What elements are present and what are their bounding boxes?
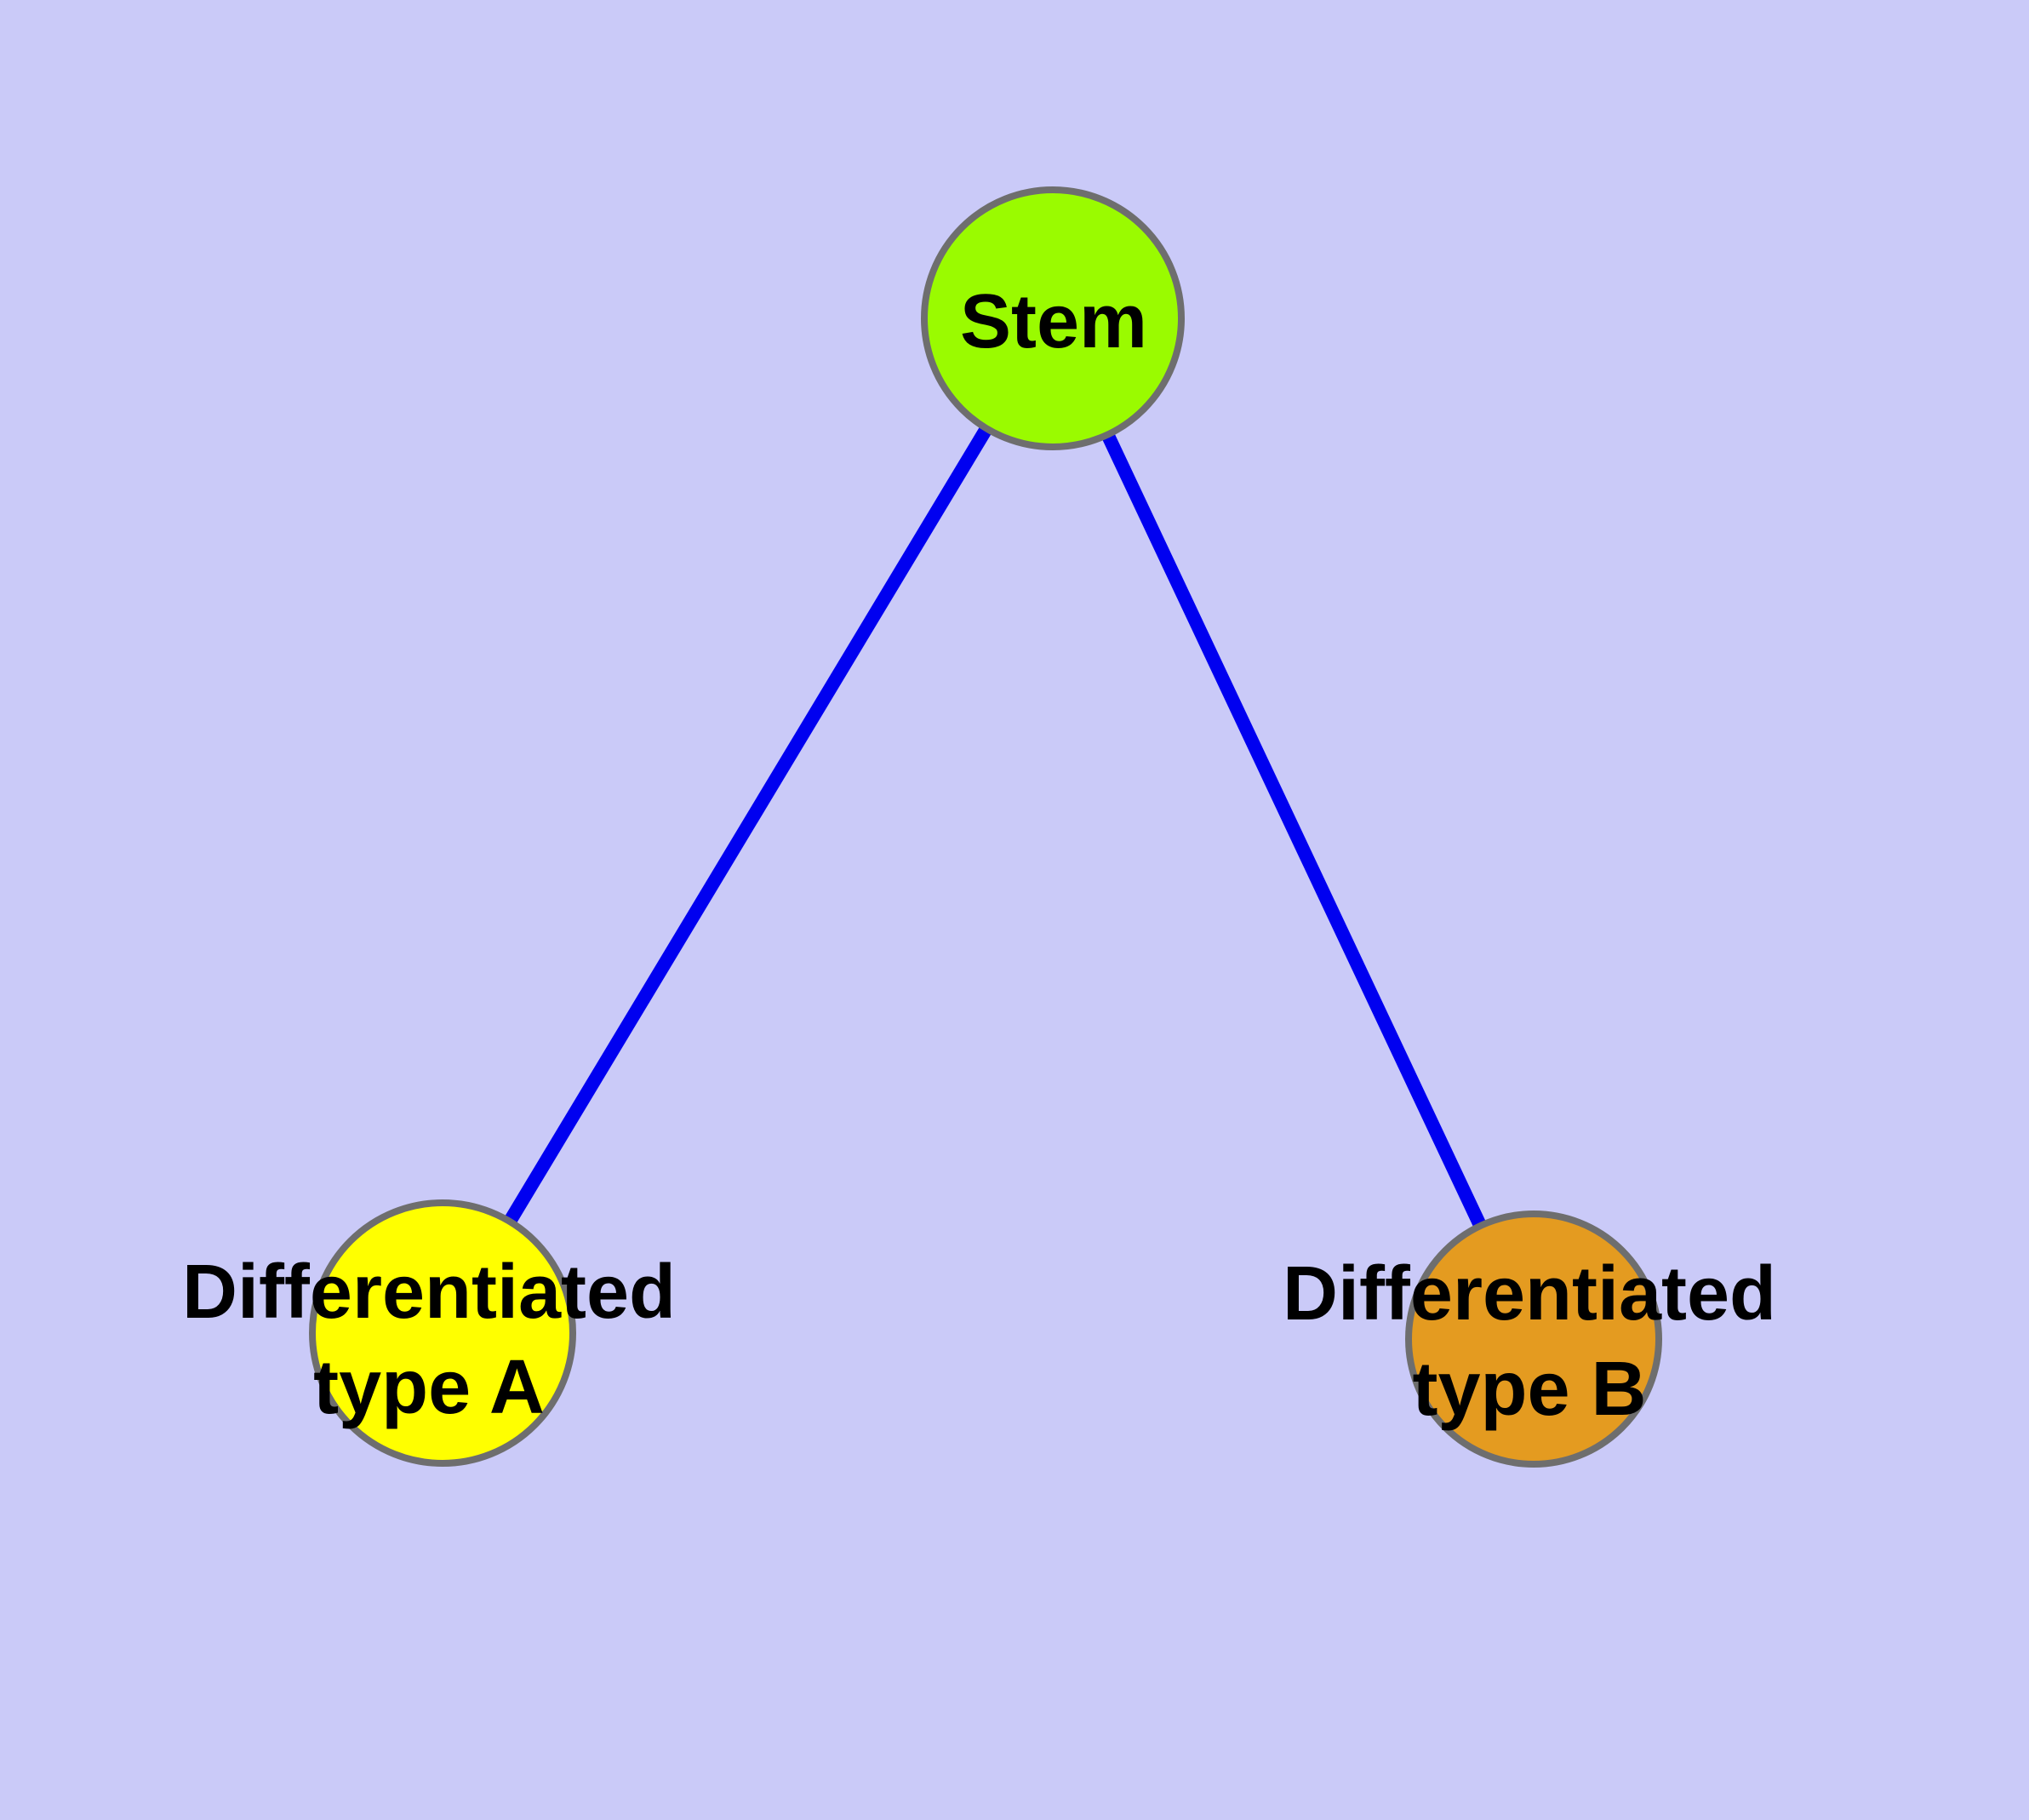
node-type-a-circle xyxy=(309,1199,576,1467)
edge-stem-to-type-a xyxy=(437,314,1059,1337)
node-type-b-circle xyxy=(1405,1210,1662,1468)
node-differentiated-type-b: Differentiated type B xyxy=(1283,1210,1776,1468)
node-stem: Stem xyxy=(921,186,1185,450)
edge-stem-to-type-b xyxy=(1046,315,1540,1342)
node-type-a-label-line1: Differentiated xyxy=(182,1250,676,1335)
node-type-b-label-line1: Differentiated xyxy=(1283,1251,1776,1336)
node-differentiated-type-a: Differentiated type A xyxy=(182,1199,676,1467)
node-type-a-label-line2: type A xyxy=(313,1345,545,1430)
node-stem-circle xyxy=(921,186,1185,450)
node-type-b-label-line2: type B xyxy=(1412,1347,1646,1432)
node-stem-label: Stem xyxy=(960,279,1147,364)
